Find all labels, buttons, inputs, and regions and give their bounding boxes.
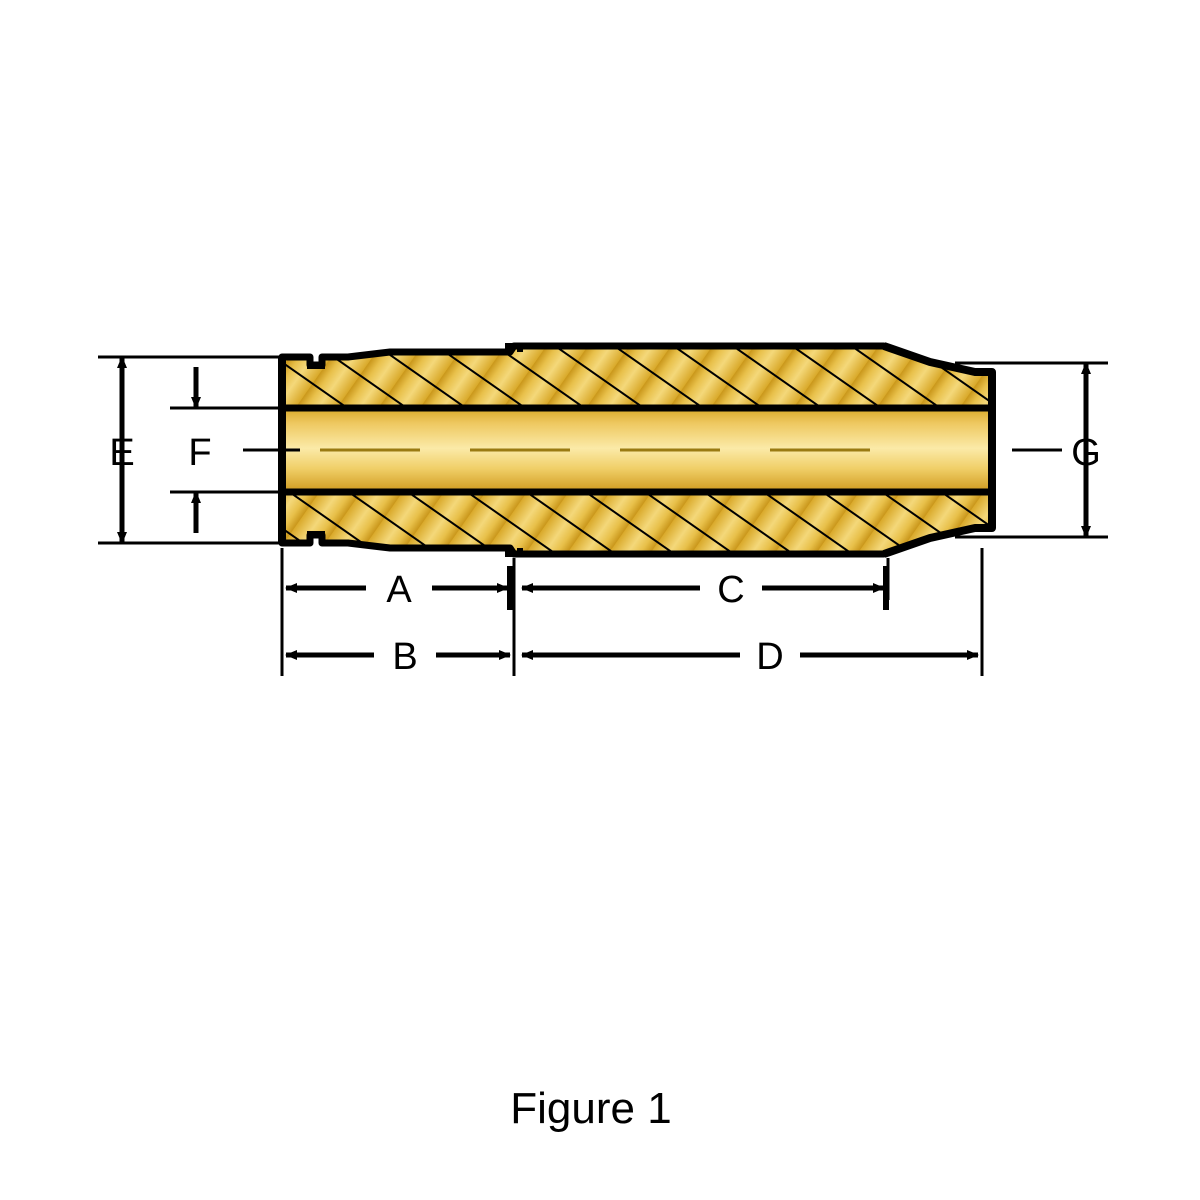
dim-label-C: C [717,569,744,611]
dimension-arrows [117,356,1091,660]
shoulder-step-bottom [505,548,523,557]
groove-detail-top [307,357,325,369]
shoulder-step-top [505,343,523,352]
part-cross-section [278,342,996,558]
figure-caption: Figure 1 [510,1084,671,1133]
dim-label-G: G [1071,432,1101,474]
groove-detail-bottom [307,531,325,543]
dimension-ticks [507,566,889,610]
dim-label-B: B [392,636,417,678]
bottom-wall-hatched [278,488,996,558]
top-wall-hatched [278,342,996,412]
dim-label-A: A [386,569,412,611]
dim-label-F: F [188,432,211,474]
dim-label-E: E [109,432,134,474]
right-nose-outline [882,342,996,558]
dim-label-D: D [756,636,783,678]
